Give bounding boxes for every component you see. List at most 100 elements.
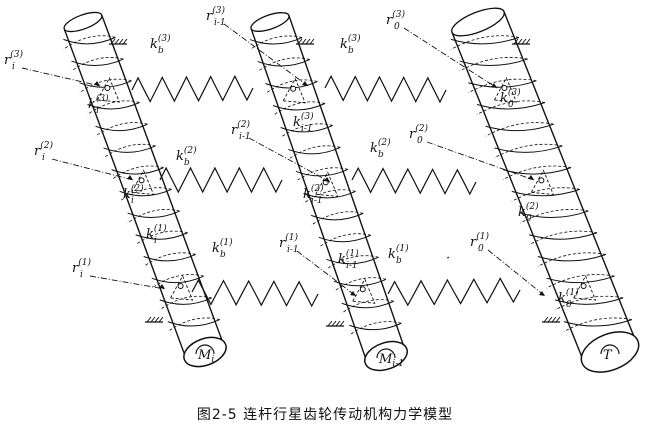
spring-label-6: k(1)b	[388, 243, 409, 266]
node-point	[177, 283, 184, 289]
shaft-end-arc	[376, 348, 396, 359]
helix-coil-front	[326, 256, 379, 265]
leader-line	[89, 275, 166, 290]
shaft-bottom-end	[364, 340, 408, 372]
helix-coil-back	[537, 252, 606, 267]
ground-hatch	[326, 320, 345, 327]
helix-coil-front	[249, 37, 303, 45]
spring-label-4: k(2)b	[370, 137, 391, 160]
shafts-layer	[63, 7, 640, 373]
node-point	[580, 283, 587, 289]
helix-coil-back	[318, 233, 371, 248]
spring-2	[324, 74, 447, 104]
helix-coil-front	[528, 232, 598, 240]
helix-coil-front	[476, 102, 546, 110]
helix-coil-front	[295, 168, 349, 177]
figure-caption: 图2-5 连杆行星齿轮传动机构力学模型	[196, 407, 454, 423]
shaft-1-r-label-1: r(3)i	[4, 49, 23, 72]
helix-coil-front	[151, 275, 204, 284]
helix-coil-back	[159, 295, 212, 311]
shaft-3-k-label-2: k(2)0	[518, 201, 539, 224]
spring-3	[159, 166, 283, 194]
ground-hatch	[296, 38, 315, 45]
helix-coil-front	[119, 188, 172, 197]
helix-coil-back	[310, 211, 364, 226]
ground-hatch	[109, 38, 128, 45]
helix-coil-front	[257, 59, 310, 67]
helix-coil-front	[167, 319, 220, 327]
shaft-2-r-label-2: r(2)i-1	[231, 119, 251, 142]
helix-coil-front	[87, 102, 140, 110]
helix-coil-back	[295, 167, 348, 182]
separator-dot: ·	[446, 251, 450, 266]
shaft-bottom-end	[580, 331, 640, 373]
helix-coil-front	[341, 300, 394, 309]
helix-coil-back	[288, 145, 341, 160]
helix-coil-back	[476, 100, 546, 115]
helix-coil-front	[63, 36, 116, 45]
leader-line	[223, 23, 309, 87]
helix-coil-back	[326, 255, 379, 270]
leader-line	[296, 250, 357, 297]
shaft-side-right	[288, 15, 406, 350]
shaft-1-k-label-2: k(2)i	[123, 183, 144, 206]
helix-coil-back	[280, 123, 333, 138]
helix-coil-back	[265, 79, 318, 94]
contact-node	[352, 278, 376, 304]
helix-coil-back	[119, 187, 172, 202]
shaft-2-r-label-1: r(3)i-1	[206, 5, 226, 28]
helix-coil-back	[303, 189, 356, 204]
shaft-2-k-label-1: k(3)i-1	[293, 111, 314, 134]
helix-coil-back	[79, 78, 132, 94]
shaft-3-r-label-1: r(3)0	[386, 9, 405, 32]
shaft-3-end-label: T	[603, 348, 613, 363]
contact-node	[572, 274, 597, 301]
shaft-3-k-label-1: k(3)0	[500, 87, 521, 110]
springs-layer	[131, 74, 521, 308]
helix-coil-back	[143, 252, 196, 267]
helix-coil-front	[280, 125, 333, 133]
shaft-side-left	[451, 32, 585, 363]
helix-coil-back	[151, 274, 204, 289]
shaft-side-right	[503, 11, 637, 342]
helix-coil-back	[563, 317, 632, 332]
ground-hatch	[542, 316, 561, 323]
helix-coil-back	[494, 143, 563, 159]
helix-coil-back	[468, 78, 537, 94]
helix-coil-back	[554, 295, 624, 311]
shaft-top-end	[63, 11, 103, 33]
leader-line	[248, 137, 331, 183]
leader-arrow	[127, 175, 133, 180]
helix-coil-back	[87, 100, 140, 115]
shaft-side-left	[63, 28, 187, 360]
helix-coil-front	[272, 103, 326, 111]
helix-coil-back	[71, 57, 124, 72]
helix-coil-front	[450, 36, 520, 45]
leader-arrow	[491, 83, 497, 88]
helix-coil-front	[288, 146, 341, 155]
shaft-2	[249, 12, 408, 372]
helix-coil-back	[528, 230, 598, 246]
leader-arrow	[159, 284, 165, 289]
helix-coil-back	[272, 101, 326, 116]
helix-coil-front	[143, 254, 196, 262]
shaft-2-k-label-3: k(1)i-1	[338, 248, 359, 271]
helix-coil-back	[546, 274, 615, 289]
helix-coil-front	[555, 297, 624, 305]
helix-coil-front	[135, 232, 188, 240]
shaft-end-arc	[195, 344, 215, 355]
node-point	[538, 177, 545, 184]
helix-coil-back	[459, 57, 528, 72]
helix-coil-back	[520, 209, 589, 224]
helix-coil-front	[537, 254, 606, 262]
leader-line	[21, 67, 101, 87]
leader-arrow	[528, 175, 534, 180]
shaft-2-r-label-3: r(1)i-1	[279, 232, 299, 255]
spring-4	[351, 166, 477, 196]
helix-coil-back	[511, 187, 580, 202]
leader-arrow	[350, 291, 356, 296]
helix-coil-back	[95, 122, 148, 137]
shaft-1-r-label-3: r(1)i	[72, 257, 91, 280]
